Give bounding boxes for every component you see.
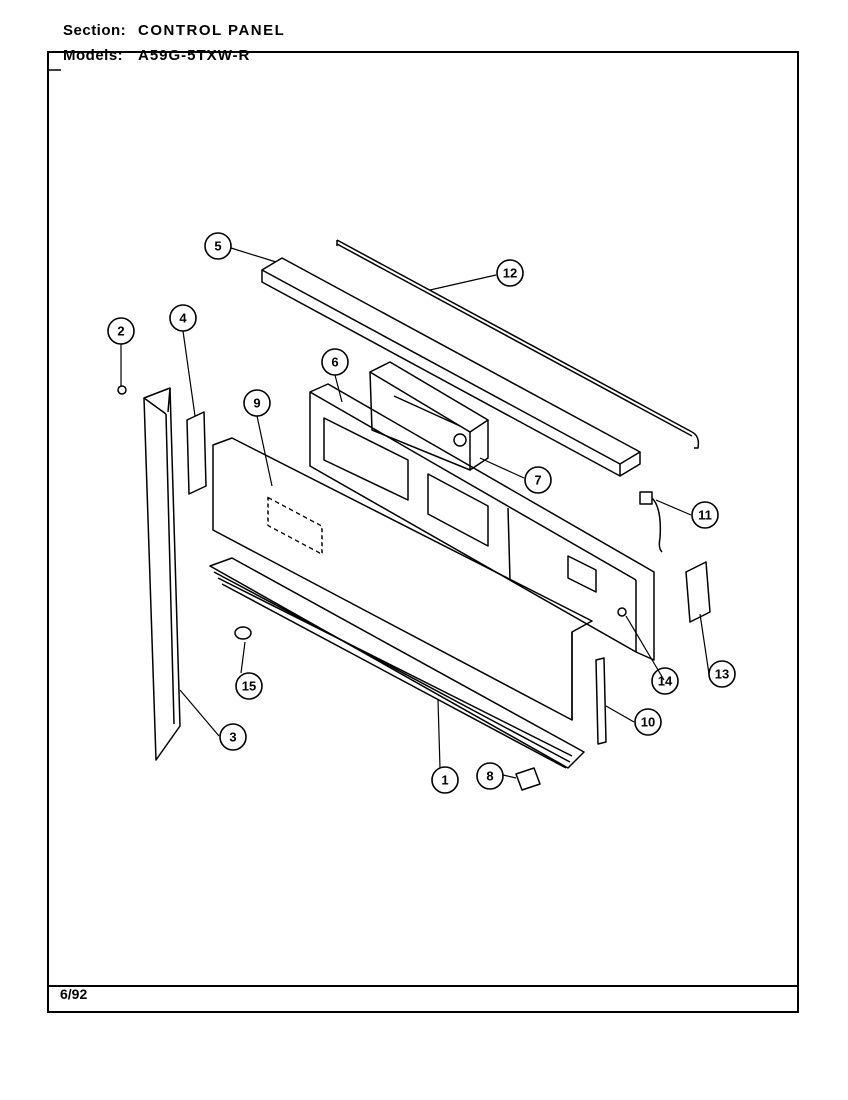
part-11-connector — [639, 491, 663, 553]
part-15-knob — [234, 626, 252, 640]
part-8-switch — [515, 767, 541, 791]
callout-4: 4 — [179, 311, 187, 326]
part-2-screw — [117, 385, 127, 395]
section-label: Section: — [63, 22, 127, 39]
callout-10: 10 — [641, 715, 655, 730]
callout-5: 5 — [214, 239, 221, 254]
part-1-bottom-trim — [209, 557, 585, 769]
callout-11: 11 — [698, 508, 712, 523]
part-4-plate — [186, 411, 207, 495]
callout-1: 1 — [441, 773, 448, 788]
callout-3: 3 — [229, 730, 236, 745]
part-5-top-trim — [261, 257, 641, 477]
callout-6: 6 — [331, 355, 338, 370]
part-9-front-panel — [212, 437, 593, 721]
callout-14: 14 — [658, 674, 673, 689]
callout-2: 2 — [117, 324, 124, 339]
leader-lines — [120, 247, 710, 779]
part-14-screw — [617, 607, 627, 617]
section-title: CONTROL PANEL — [138, 22, 286, 39]
part-13-bracket — [685, 561, 711, 623]
callout-7: 7 — [534, 473, 541, 488]
revision-date: 6/92 — [60, 986, 88, 1002]
callout-15: 15 — [242, 679, 256, 694]
part-3-side-bracket — [143, 387, 181, 761]
callout-9: 9 — [253, 396, 260, 411]
part-12-rail — [336, 239, 700, 449]
part-6-housing — [309, 383, 655, 661]
diagram-frame — [47, 51, 799, 1013]
callout-12: 12 — [503, 266, 517, 281]
callout-circles — [107, 232, 736, 794]
part-7-timer — [369, 361, 489, 471]
callout-8: 8 — [486, 769, 493, 784]
part-10-strip — [595, 657, 607, 745]
callout-13: 13 — [715, 667, 729, 682]
